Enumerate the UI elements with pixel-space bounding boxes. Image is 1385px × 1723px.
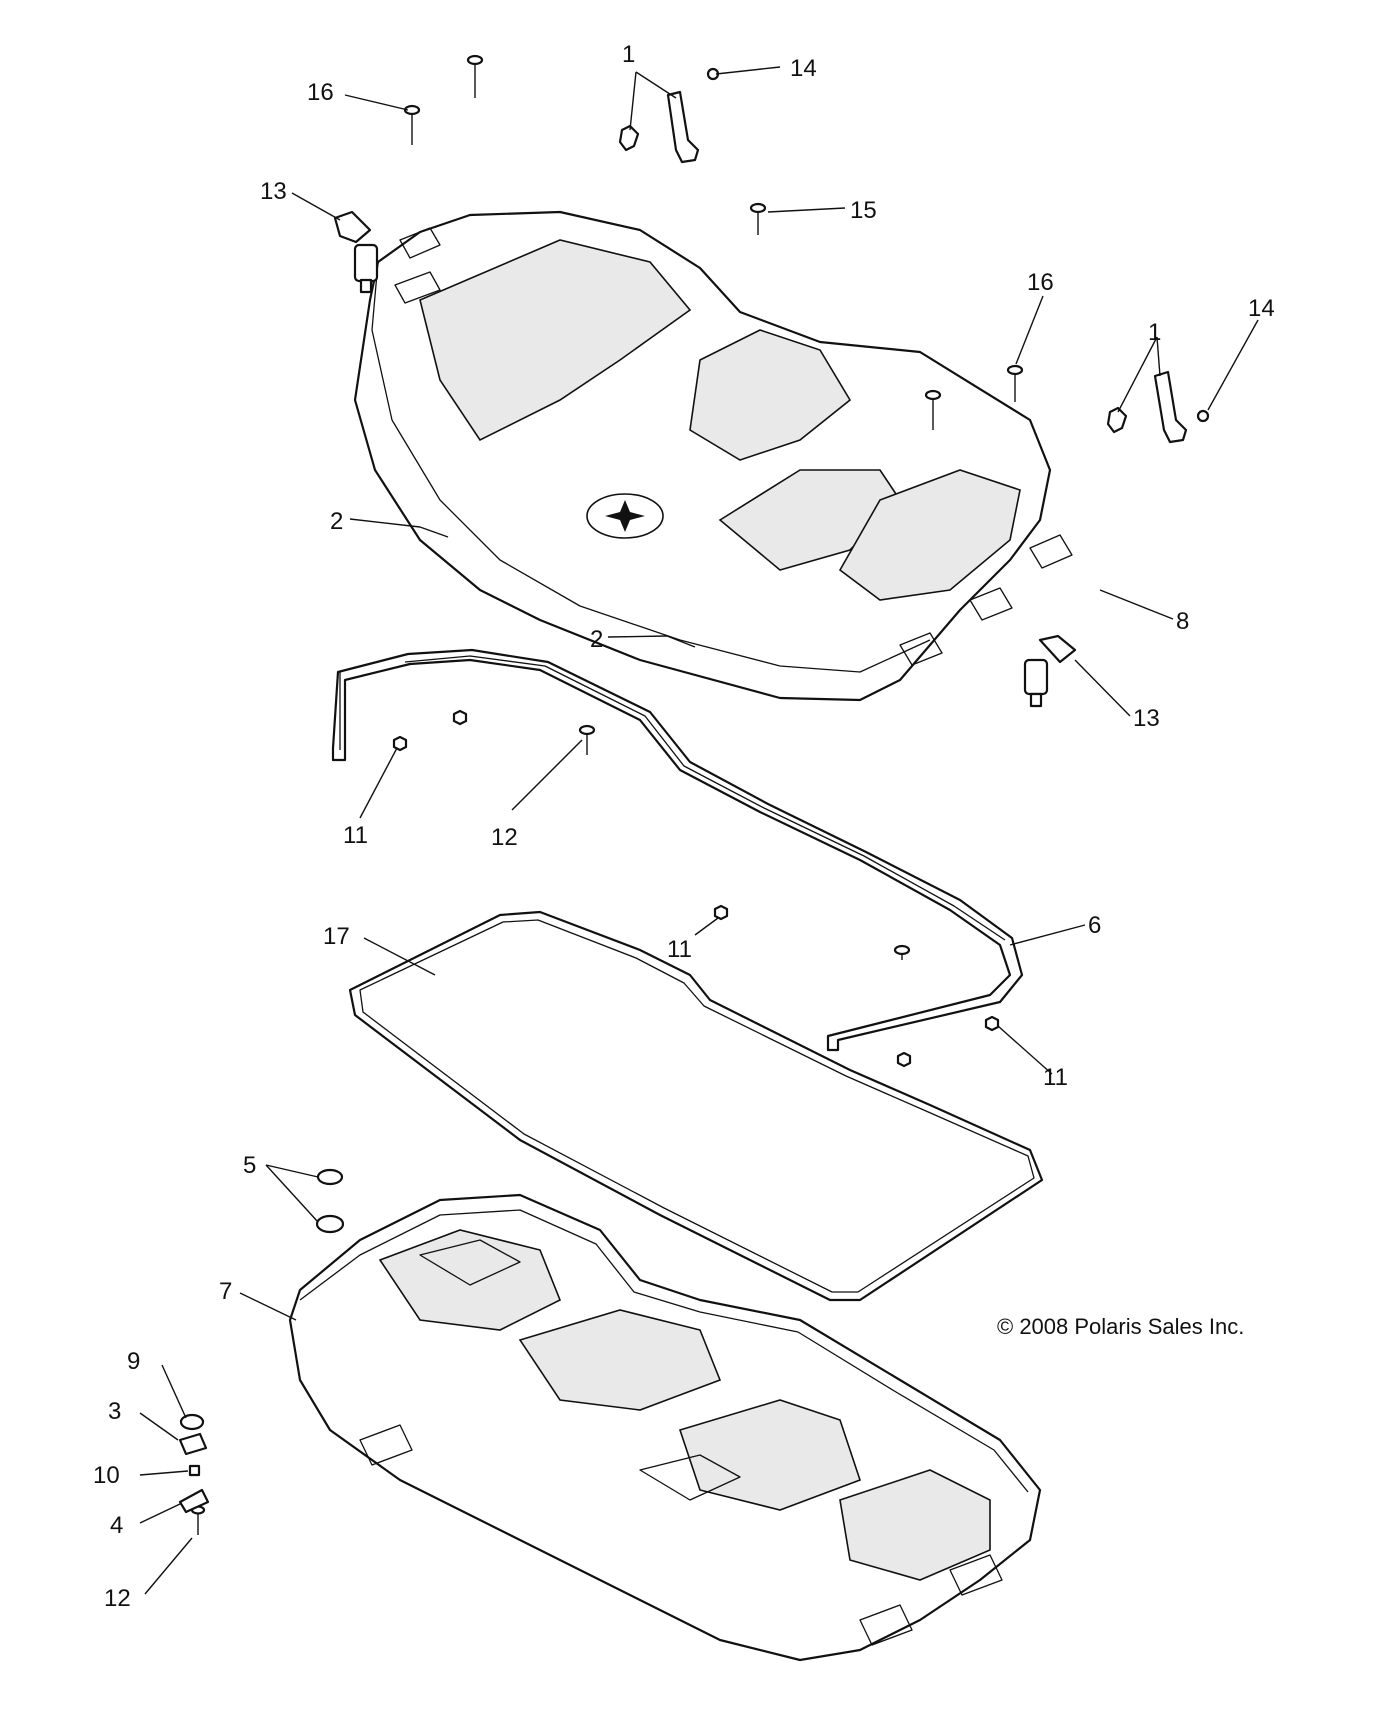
callout-16: 16	[307, 79, 334, 106]
callout-2: 2	[590, 626, 603, 653]
callout-11: 11	[343, 822, 368, 849]
callout-16: 16	[1027, 269, 1054, 296]
seal-gasket-part-17	[348, 910, 1044, 1302]
callout-6: 6	[1088, 912, 1101, 939]
callout-11: 11	[667, 936, 692, 963]
hinge-hardware	[178, 1413, 210, 1514]
callout-14: 14	[1248, 295, 1275, 322]
callout-13: 13	[1133, 705, 1160, 732]
copyright-notice: © 2008 Polaris Sales Inc.	[997, 1314, 1244, 1339]
callout-labels: 1 14 16 13 15 16 1 14 2 8 2 13 11 12 6 1…	[93, 41, 1275, 1612]
callout-1: 1	[622, 41, 635, 68]
storage-tub-part-7	[288, 1193, 1042, 1662]
callout-12: 12	[104, 1585, 131, 1612]
callout-13: 13	[260, 178, 287, 205]
callout-17: 17	[323, 923, 350, 950]
push-pins	[419, 67, 1210, 648]
leader-lines	[139, 66, 1259, 1595]
grommets-part-5	[315, 1168, 345, 1234]
callout-1: 1	[1148, 319, 1161, 346]
callout-5: 5	[243, 1152, 256, 1179]
frame-rail-part-6	[331, 648, 1024, 1052]
actuator-part-13-top	[333, 210, 379, 294]
callout-11: 11	[1043, 1064, 1068, 1091]
storage-lid-part-8	[353, 210, 1073, 702]
callout-15: 15	[850, 197, 877, 224]
callout-2: 2	[330, 508, 343, 535]
callout-10: 10	[93, 1462, 120, 1489]
callout-3: 3	[108, 1398, 121, 1425]
callout-9: 9	[127, 1348, 140, 1375]
callout-7: 7	[219, 1278, 232, 1305]
latch-part-1-top	[618, 90, 700, 164]
callout-14: 14	[790, 55, 817, 82]
callout-8: 8	[1176, 608, 1189, 635]
callout-4: 4	[110, 1512, 123, 1539]
nuts-part-11	[392, 709, 1000, 1068]
latch-part-1-right	[1106, 370, 1188, 444]
callout-12: 12	[491, 824, 518, 851]
actuator-part-13-bottom	[1023, 634, 1077, 708]
